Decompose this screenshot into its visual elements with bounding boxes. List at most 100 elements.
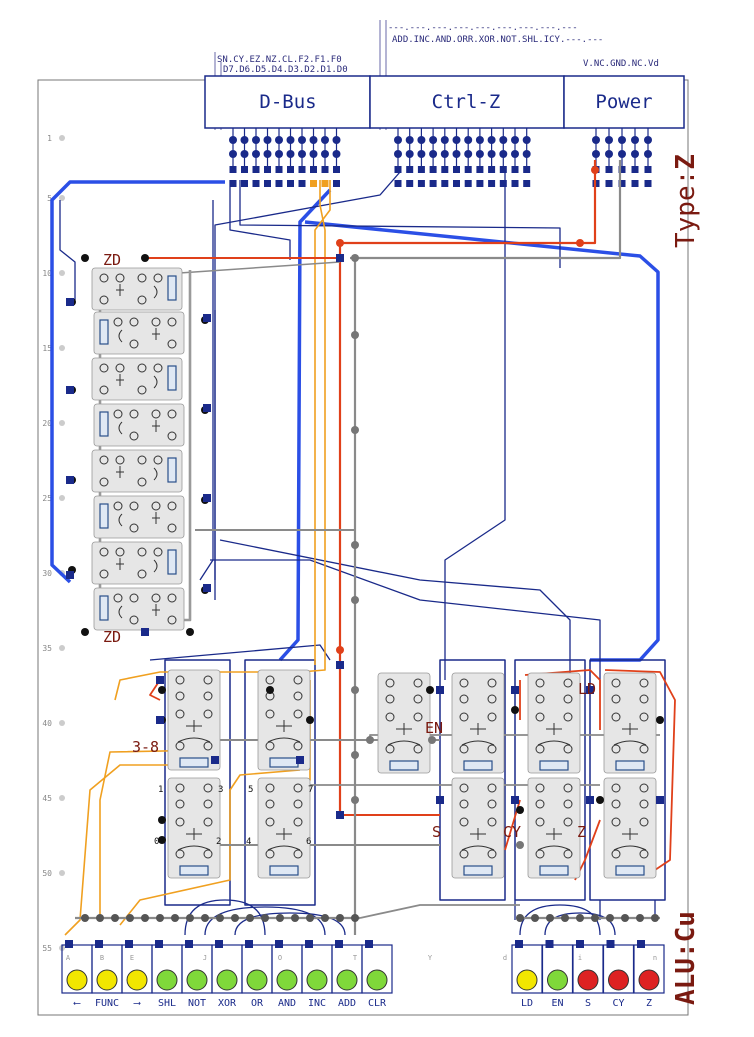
ctrl-pins-bottom: ADD.INC.AND.ORR.XOR.NOT.SHL.ICY.---.--- (392, 35, 603, 45)
header-pad (310, 180, 317, 187)
header-pin (631, 150, 639, 158)
via-red (336, 646, 344, 654)
column-letter: n (653, 954, 657, 962)
header-pad (264, 180, 271, 187)
via (428, 736, 436, 744)
header-pad (321, 180, 329, 187)
via (351, 751, 359, 759)
relay-unit-1 (257, 669, 311, 771)
header-pin (275, 150, 283, 158)
header-pad (275, 180, 283, 187)
header-pad (464, 180, 472, 187)
header-pad (321, 166, 329, 173)
header-pad (523, 166, 531, 173)
row-marker (59, 645, 65, 651)
led-label: Z (646, 998, 652, 1009)
header-pin (440, 150, 449, 158)
pad (516, 806, 524, 814)
led-left-3 (156, 969, 178, 991)
header-pad (417, 180, 425, 187)
header-pin (487, 136, 496, 144)
relay-unit-3 (257, 777, 311, 879)
bottom-pin (246, 914, 254, 922)
row-marker (59, 870, 65, 876)
led-right-2 (577, 969, 599, 991)
pad (81, 254, 89, 262)
relay-zd-3 (93, 403, 185, 447)
led-pad (125, 940, 133, 948)
header-pad (287, 180, 294, 187)
pad-square (203, 494, 211, 502)
via-red (336, 239, 344, 247)
via (351, 426, 359, 434)
header-pin (321, 136, 329, 144)
led-label: CLR (368, 998, 387, 1009)
type-label: Type:Z (671, 154, 701, 248)
header-pin (605, 150, 613, 158)
pad-square (336, 661, 344, 669)
pad (306, 716, 314, 724)
header-pad (310, 166, 317, 173)
led-left-9 (336, 969, 358, 991)
header-pad (298, 180, 306, 187)
decoder-pin-2: 2 (216, 837, 221, 847)
pad-square (156, 716, 164, 724)
header-pin (464, 150, 473, 158)
bottom-pin (606, 914, 614, 922)
header-pad (441, 166, 449, 173)
led-left-2 (126, 969, 148, 991)
pad (141, 254, 149, 262)
relay-zd-4 (91, 449, 183, 493)
pad-square (656, 796, 664, 804)
header-pin (240, 150, 249, 158)
relay-zd-0 (91, 267, 183, 311)
bottom-pin (546, 914, 554, 922)
header-pad (333, 180, 340, 187)
decoder-label: 3-8 (132, 738, 159, 756)
led-pad (515, 940, 523, 948)
header-pin (229, 150, 237, 158)
header-pad (605, 166, 613, 173)
alu-label: ALU:Cu (671, 911, 701, 1005)
pad-square (66, 571, 74, 579)
relay-zd-5 (93, 495, 185, 539)
bottom-pin (201, 914, 209, 922)
bottom-pin (561, 914, 569, 922)
row-number: 20 (42, 419, 52, 428)
led-right-3 (608, 969, 629, 991)
header-pad (618, 166, 626, 173)
led-label: EN (551, 998, 563, 1009)
row-number: 30 (42, 569, 52, 578)
header-pad (429, 180, 437, 187)
row-number: 10 (42, 269, 52, 278)
row-marker (59, 495, 65, 501)
pad (511, 706, 519, 714)
bottom-pin (351, 914, 359, 922)
header-pad (252, 166, 260, 173)
header-pad (287, 166, 294, 173)
header-pad (429, 166, 437, 173)
z-label: Z (577, 823, 586, 841)
led-pad (65, 940, 73, 948)
pad-square (211, 756, 219, 764)
header-pin (275, 136, 283, 144)
via (351, 796, 359, 804)
zd-label-top: ZD (103, 251, 121, 269)
via-pads (66, 166, 664, 922)
relay-zd-7 (93, 587, 185, 631)
led-left-5 (216, 969, 238, 991)
header-pin (405, 136, 414, 144)
led-frame (633, 944, 665, 994)
header-pin (321, 150, 329, 158)
led-pad (637, 940, 645, 948)
header-pin (464, 136, 473, 144)
bottom-pin (276, 914, 284, 922)
header-pad (631, 180, 639, 187)
bottom-pin (636, 914, 644, 922)
orange-wire-a (114, 180, 326, 701)
led-label: ⟶ (133, 998, 141, 1009)
bottom-pin (261, 914, 269, 922)
header-pin (452, 150, 461, 158)
pad-square (141, 628, 149, 636)
